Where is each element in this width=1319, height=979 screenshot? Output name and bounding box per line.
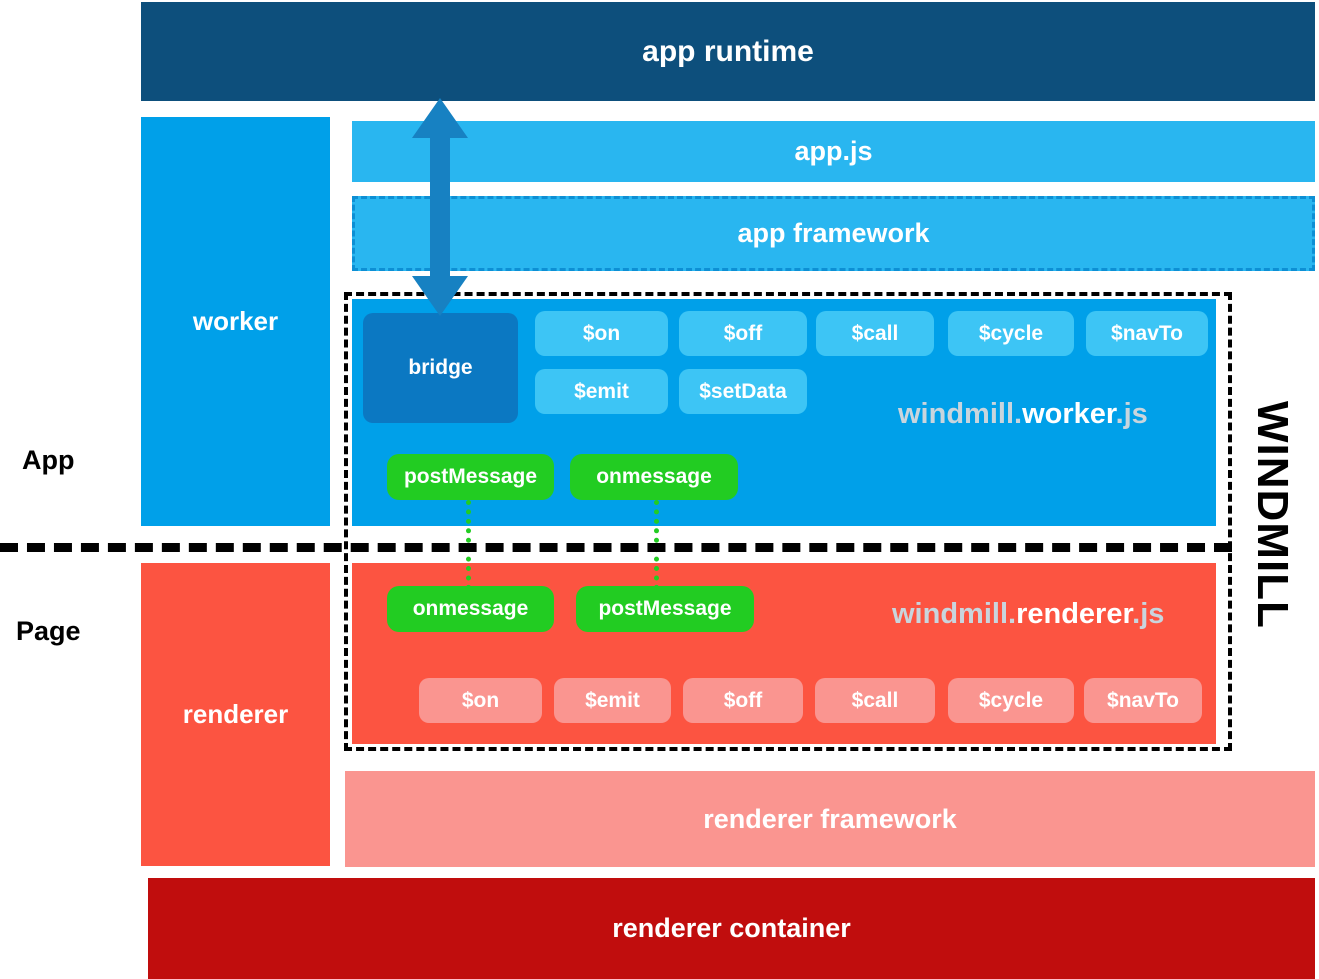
renderer-onmessage-pill[interactable]: onmessage	[387, 586, 554, 632]
windmill-boundary-outline	[344, 292, 1232, 751]
side-label-app: App	[22, 445, 75, 475]
worker-api-pill-cycle[interactable]: $cycle	[948, 311, 1074, 356]
app-page-divider	[0, 543, 1232, 552]
windmill-renderer-js-label: windmill.renderer.js	[892, 598, 1164, 631]
worker-api-pill-setdata[interactable]: $setData	[679, 369, 807, 414]
side-label-page: Page	[16, 616, 81, 646]
worker-column-block: worker	[141, 117, 330, 526]
worker-postmessage-pill[interactable]: postMessage	[387, 454, 554, 500]
renderer-api-pill-off[interactable]: $off	[683, 678, 803, 723]
renderer-api-pill-navto[interactable]: $navTo	[1084, 678, 1202, 723]
renderer-postmessage-pill[interactable]: postMessage	[576, 586, 754, 632]
worker-api-pill-on[interactable]: $on	[535, 311, 668, 356]
renderer-container-block: renderer container	[148, 878, 1315, 979]
windmill-prefix: windmill.	[898, 398, 1023, 430]
app-runtime-block: app runtime	[141, 2, 1315, 101]
bridge-block: bridge	[363, 313, 518, 423]
windmill-renderer-name: renderer	[1016, 598, 1133, 630]
renderer-api-pill-call[interactable]: $call	[815, 678, 935, 723]
renderer-api-pill-cycle[interactable]: $cycle	[948, 678, 1074, 723]
app-framework-block: app framework	[352, 196, 1315, 271]
app-runtime-bridge-arrow	[412, 98, 468, 316]
windmill-worker-name: worker	[1022, 398, 1116, 430]
worker-api-pill-off[interactable]: $off	[679, 311, 807, 356]
windmill-suffix: .js	[1132, 598, 1165, 630]
windmill-suffix: .js	[1115, 398, 1148, 430]
renderer-api-pill-emit[interactable]: $emit	[554, 678, 671, 723]
windmill-title: WINDMILL	[1248, 401, 1297, 629]
worker-api-pill-call[interactable]: $call	[816, 311, 934, 356]
renderer-framework-block: renderer framework	[345, 771, 1315, 867]
windmill-worker-js-label: windmill.worker.js	[898, 398, 1148, 431]
renderer-api-pill-on[interactable]: $on	[419, 678, 542, 723]
worker-onmessage-pill[interactable]: onmessage	[570, 454, 738, 500]
renderer-column-block: renderer	[141, 563, 330, 866]
worker-api-pill-navto[interactable]: $navTo	[1086, 311, 1208, 356]
worker-api-pill-emit[interactable]: $emit	[535, 369, 668, 414]
app-js-block: app.js	[352, 121, 1315, 182]
windmill-prefix: windmill.	[892, 598, 1017, 630]
